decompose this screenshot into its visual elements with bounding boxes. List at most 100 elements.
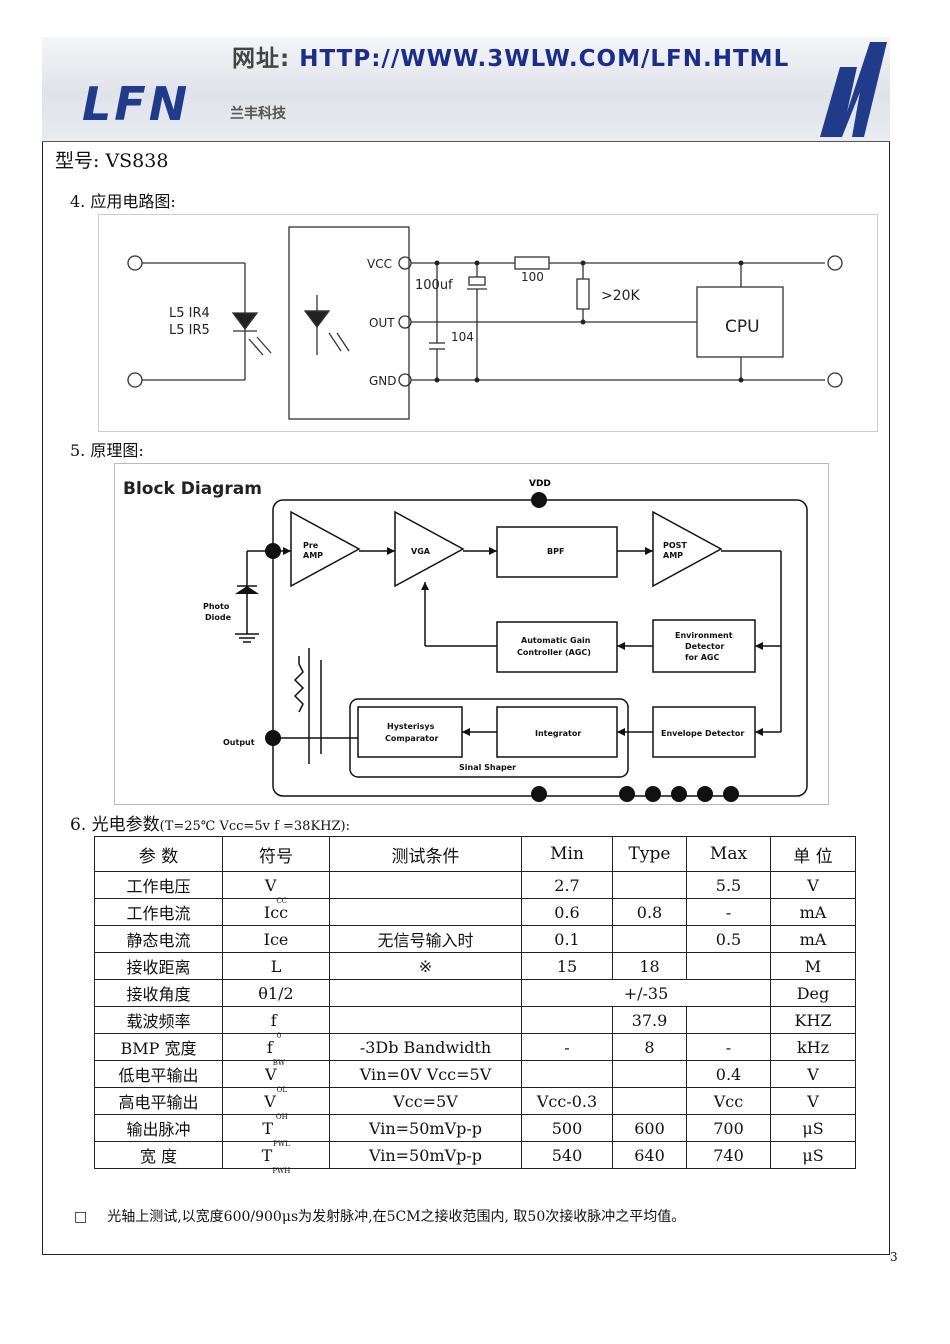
table-cell: BMP 宽度 (94, 1033, 223, 1061)
page-number: 3 (890, 1250, 898, 1264)
table-cell: 700 (686, 1114, 771, 1142)
table-cell: 740 (686, 1141, 771, 1169)
table-cell: KHZ (770, 1006, 856, 1034)
table-cell: 5.5 (686, 871, 771, 899)
table-cell: 静态电流 (94, 925, 223, 953)
table-cell: 接收距离 (94, 952, 223, 980)
pin-out: OUT (369, 316, 395, 330)
table-cell: 低电平输出 (94, 1060, 223, 1088)
table-cell (329, 898, 522, 926)
vdd-label: VDD (529, 479, 551, 489)
table-header-cell: Max (686, 836, 771, 872)
table-cell: μS (770, 1141, 856, 1169)
env-label-1: Environment (675, 631, 733, 640)
pre-amp-label-1: Pre (303, 541, 319, 550)
table-cell: TPWL (222, 1114, 330, 1148)
table-cell: +/-35 (521, 979, 771, 1007)
table-cell: V (770, 871, 856, 899)
hys-label-2: Comparator (385, 734, 438, 743)
table-cell: 540 (521, 1141, 613, 1169)
section-principle: 5. 原理图: (70, 441, 144, 460)
table-cell: ※ (329, 952, 522, 980)
led-label-2: L5 IR5 (169, 323, 210, 338)
table-cell: 600 (612, 1114, 687, 1142)
table-cell: -3Db Bandwidth (329, 1033, 522, 1061)
envelope-label: Envelope Detector (661, 729, 744, 738)
post-amp-label-2: AMP (663, 551, 683, 560)
table-cell: 15 (521, 952, 613, 980)
cap-100uf: 100uf (415, 278, 453, 293)
url-link[interactable]: HTTP://WWW.3WLW.COM/LFN.HTML (299, 46, 790, 72)
table-cell (521, 1006, 613, 1034)
circuit-diagram: L5 IR4 L5 IR5 VCC OUT GND 100uf 104 100 … (127, 226, 843, 420)
env-label-2: Detector (685, 642, 724, 651)
table-cell: 8 (612, 1033, 687, 1061)
table-cell: 输出脉冲 (94, 1114, 223, 1142)
shaper-label: Sinal Shaper (459, 763, 516, 772)
table-cell: 0.6 (521, 898, 613, 926)
table-cell: M (770, 952, 856, 980)
table-cell (612, 1087, 687, 1115)
table-cell: VOH (222, 1087, 330, 1121)
table-cell: Vin=50mVp-p (329, 1141, 522, 1169)
post-amp-label-1: POST (663, 541, 687, 550)
res-100: 100 (521, 270, 544, 284)
hys-label-1: Hysterisys (387, 722, 435, 731)
table-cell: θ1/2 (222, 979, 330, 1007)
bpf-label: BPF (547, 547, 564, 556)
page-header: 网址: HTTP://WWW.3WLW.COM/LFN.HTML LFN 兰丰科… (42, 37, 890, 142)
table-cell: L (222, 952, 330, 980)
output-label: Output (223, 738, 255, 747)
table-cell: Vin=0V Vcc=5V (329, 1060, 522, 1088)
integrator-label: Integrator (535, 729, 581, 738)
block-diagram: Block Diagram VDD (114, 463, 829, 805)
table-cell: Vcc-0.3 (521, 1087, 613, 1115)
table-cell: 18 (612, 952, 687, 980)
pin-gnd: GND (369, 374, 397, 388)
table-cell: mA (770, 898, 856, 926)
table-cell: 高电平输出 (94, 1087, 223, 1115)
table-header-cell: 测试条件 (329, 836, 522, 872)
table-cell: 接收角度 (94, 979, 223, 1007)
company-name: 兰丰科技 (230, 106, 286, 122)
vga-label: VGA (411, 547, 431, 556)
table-cell: VCC (222, 871, 330, 905)
section-params: 6. 光电参数(T=25℃ Vcc=5v f =38KHZ): (70, 815, 350, 835)
table-cell: 0.4 (686, 1060, 771, 1088)
table-cell (329, 979, 522, 1007)
table-cell: 0.8 (612, 898, 687, 926)
table-cell: Vcc=5V (329, 1087, 522, 1115)
table-cell: V (770, 1060, 856, 1088)
cpu-label: CPU (725, 317, 760, 337)
table-header-cell: 参 数 (94, 836, 223, 872)
block-diagram-svg: Block Diagram VDD (123, 479, 808, 802)
table-cell: kHz (770, 1033, 856, 1061)
table-header-cell: 单 位 (770, 836, 856, 872)
table-cell: 0.1 (521, 925, 613, 953)
table-cell: - (686, 898, 771, 926)
footnote: □光轴上测试,以宽度600/900μs为发射脉冲,在5CM之接收范围内, 取50… (74, 1209, 686, 1225)
pin-vcc: VCC (367, 257, 392, 271)
table-cell: 2.7 (521, 871, 613, 899)
table-cell: 0.5 (686, 925, 771, 953)
table-cell (686, 952, 771, 980)
table-cell: 37.9 (612, 1006, 687, 1034)
website-url[interactable]: 网址: HTTP://WWW.3WLW.COM/LFN.HTML (232, 46, 790, 72)
agc-label-2: Controller (AGC) (517, 648, 591, 657)
table-header-cell: Type (612, 836, 687, 872)
table-cell: 宽 度 (94, 1141, 223, 1169)
table-cell: Icc (222, 898, 330, 926)
table-cell: 工作电流 (94, 898, 223, 926)
table-cell: VOL (222, 1060, 330, 1094)
symbol-subscript: PWH (272, 1166, 291, 1175)
table-cell (612, 871, 687, 899)
table-cell: fBW (222, 1033, 330, 1067)
env-label-3: for AGC (685, 653, 719, 662)
table-cell: V (770, 1087, 856, 1115)
table-cell (329, 1006, 522, 1034)
table-cell: - (686, 1033, 771, 1061)
